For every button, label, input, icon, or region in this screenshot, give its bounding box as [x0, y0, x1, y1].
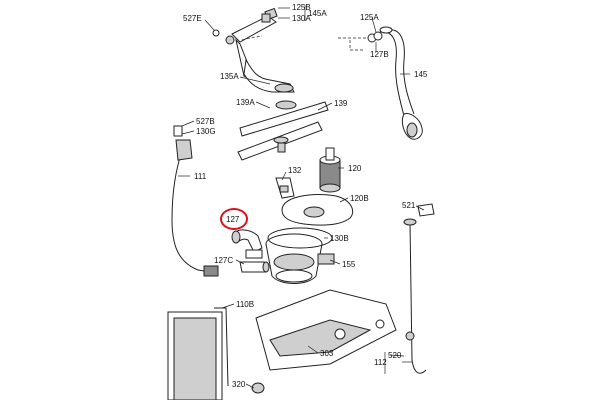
label-112: 112	[374, 358, 387, 367]
part-320	[251, 382, 265, 394]
base-frame-303	[255, 289, 397, 371]
spray-arm-139	[239, 100, 329, 137]
highlight-ring-127	[220, 208, 248, 230]
water-supply-hose-145	[379, 26, 423, 140]
label-520: 520	[388, 351, 402, 360]
label-110b: 110B	[236, 300, 255, 309]
hose-127	[231, 229, 263, 253]
leader-lines	[178, 5, 425, 389]
label-139: 139	[334, 99, 348, 108]
hose-connector-127b	[367, 31, 383, 43]
label-130b: 130B	[330, 234, 349, 243]
label-125b: 125B	[292, 3, 311, 12]
label-303: 303	[320, 349, 334, 358]
label-320: 320	[232, 380, 246, 389]
spray-arm-support-135a	[243, 58, 295, 93]
label-139a: 139A	[236, 98, 255, 107]
tube-112	[403, 203, 435, 374]
sump-155	[265, 233, 335, 284]
label-120: 120	[348, 164, 362, 173]
label-135a: 135A	[220, 72, 239, 81]
label-125a: 125A	[360, 13, 379, 22]
label-132: 132	[288, 166, 302, 175]
sieve-120b	[281, 194, 354, 226]
label-130a: 130A	[292, 14, 311, 23]
label-145a: 145A	[308, 9, 327, 18]
label-120b: 120B	[350, 194, 369, 203]
label-130g: 130G	[196, 127, 216, 136]
door-panel	[167, 311, 223, 401]
pipe-110b	[214, 307, 229, 387]
label-145: 145	[414, 70, 428, 79]
label-527e: 527E	[183, 14, 202, 23]
label-527b: 527B	[196, 117, 215, 126]
part-132	[275, 177, 295, 199]
hose-127c	[239, 249, 270, 273]
dash-link-1	[241, 35, 263, 41]
hose-111	[171, 125, 219, 277]
label-127b: 127B	[370, 50, 389, 59]
label-127c: 127C	[214, 256, 234, 265]
filter-120	[319, 147, 341, 193]
dash-link-3	[349, 40, 365, 51]
seal-130b	[267, 227, 333, 249]
label-155: 155	[342, 260, 356, 269]
label-111: 111	[194, 172, 207, 181]
label-521: 521	[402, 201, 416, 210]
upper-spray-pipe	[212, 7, 278, 79]
spray-arm-139-lower	[237, 121, 323, 161]
